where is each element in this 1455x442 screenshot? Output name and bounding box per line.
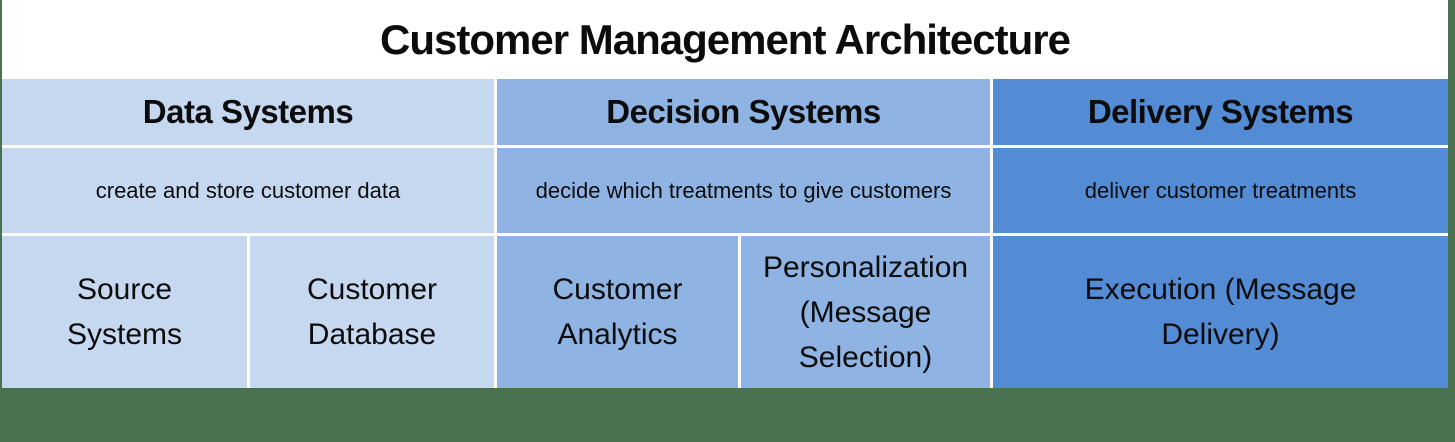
- cell-personalization-message-selection: Personalization (Message Selection): [741, 236, 990, 388]
- column-header-label: Data Systems: [142, 93, 354, 130]
- cell-source-systems: Source Systems: [2, 236, 247, 388]
- cell-label: Execution (Message Delivery): [1084, 273, 1357, 351]
- column-header-data-systems: Data Systems: [2, 79, 494, 145]
- diagram-title: Customer Management Architecture: [380, 15, 1071, 63]
- title-band: Customer Management Architecture: [2, 0, 1448, 79]
- architecture-table: Data Systems Decision Systems Delivery S…: [2, 79, 1448, 388]
- column-header-delivery-systems: Delivery Systems: [993, 79, 1448, 145]
- cell-customer-analytics: Customer Analytics: [497, 236, 738, 388]
- cell-label: Customer Database: [306, 273, 438, 351]
- description-decision-systems: decide which treatments to give customer…: [497, 148, 990, 233]
- cell-customer-database: Customer Database: [250, 236, 494, 388]
- cell-label: Personalization (Message Selection): [762, 250, 969, 374]
- column-header-label: Decision Systems: [606, 93, 881, 130]
- column-header-label: Delivery Systems: [1087, 93, 1354, 130]
- cell-label: Customer Analytics: [552, 273, 683, 351]
- description-text: deliver customer treatments: [1084, 178, 1357, 203]
- cell-label: Source Systems: [66, 273, 183, 351]
- description-text: create and store customer data: [95, 178, 401, 203]
- cell-execution-message-delivery: Execution (Message Delivery): [993, 236, 1448, 388]
- description-delivery-systems: deliver customer treatments: [993, 148, 1448, 233]
- description-data-systems: create and store customer data: [2, 148, 494, 233]
- description-text: decide which treatments to give customer…: [535, 178, 952, 203]
- column-header-decision-systems: Decision Systems: [497, 79, 990, 145]
